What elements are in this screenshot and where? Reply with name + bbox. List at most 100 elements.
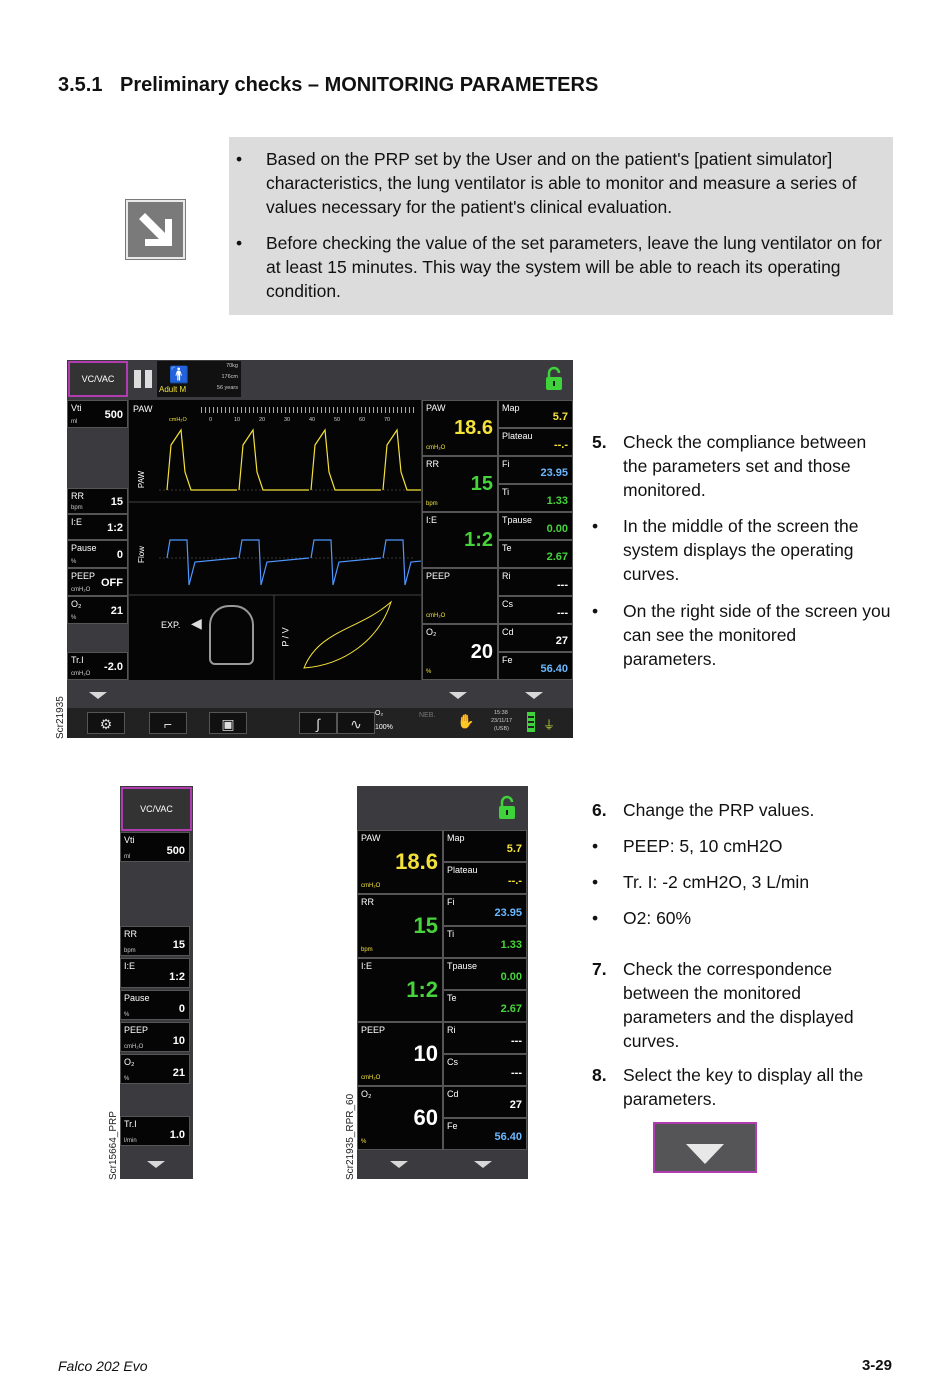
manual-breath-icon[interactable]: ✋	[457, 713, 475, 729]
monitor-value: 20	[470, 641, 493, 663]
scroll-down-button[interactable]	[89, 692, 107, 700]
nebulizer-button[interactable]: NEB.	[419, 712, 436, 719]
patient-info: 70kg	[226, 363, 238, 369]
footer-product: Falco 202 Evo	[58, 1358, 148, 1374]
monitor-o[interactable]: O₂%60	[357, 1086, 443, 1150]
scroll-down-button[interactable]	[449, 692, 467, 700]
monitor-ri[interactable]: Ri---	[443, 1022, 527, 1054]
monitor-plateau[interactable]: Plateau--.-	[498, 428, 573, 456]
step-5-text: Check the compliance between the paramet…	[623, 432, 867, 500]
padlock-open-icon[interactable]	[544, 366, 564, 392]
monitor-unit: bpm	[361, 947, 373, 953]
show-all-parameters-key[interactable]	[653, 1122, 757, 1173]
scroll-down-button[interactable]	[474, 1161, 492, 1169]
monitor-label: I:E	[361, 961, 373, 971]
param-label: O₂	[71, 599, 82, 609]
monitor-unit: %	[361, 1139, 367, 1145]
param-unit: %	[71, 559, 77, 565]
ventilation-mode-button[interactable]: VC/VAC	[68, 361, 128, 397]
monitor-o[interactable]: O₂%20	[422, 624, 498, 680]
monitor-value: 27	[555, 635, 568, 647]
monitor-value: 23.95	[494, 907, 522, 919]
pause-icon[interactable]	[134, 370, 141, 388]
step-7-number: 7.	[592, 959, 607, 979]
gear-icon[interactable]: ⚙	[87, 712, 125, 734]
param-label: PEEP	[71, 571, 96, 581]
scroll-down-button[interactable]	[390, 1161, 408, 1169]
scale-tick: 60	[359, 417, 366, 423]
monitor-value: 15	[470, 473, 493, 495]
scale-tick: 40	[309, 417, 316, 423]
o2-button-label[interactable]: O₂	[375, 710, 384, 717]
param-pause[interactable]: Pause%0	[67, 540, 128, 568]
step-6-bullet-1: PEEP: 5, 10 cmH2O	[592, 834, 893, 858]
padlock-open-icon[interactable]	[497, 795, 517, 821]
ventilation-mode-button[interactable]: VC/VAC	[121, 787, 192, 831]
monitor-cs[interactable]: Cs---	[498, 596, 573, 624]
trigger-curve-icon[interactable]: ∫	[299, 712, 337, 734]
param-pause[interactable]: Pause%0	[120, 990, 190, 1020]
param-o[interactable]: O₂%21	[120, 1054, 190, 1084]
param-label: Vti	[71, 403, 82, 413]
scroll-down-button[interactable]	[525, 692, 543, 700]
flow-curve-icon[interactable]: ∿	[337, 712, 375, 734]
curve-select-icon[interactable]: ⌐	[149, 712, 187, 734]
monitor-value: 27	[509, 1099, 522, 1111]
param-value: 15	[110, 496, 123, 508]
monitor-ri[interactable]: Ri---	[498, 568, 573, 596]
monitor-value: ---	[557, 607, 568, 619]
monitor-icon[interactable]: ▣	[209, 712, 247, 734]
monitor-plateau[interactable]: Plateau--.-	[443, 862, 527, 894]
param-value: 0	[178, 1003, 185, 1015]
param-o[interactable]: O₂%21	[67, 596, 128, 624]
scale-unit: cmH₂O	[169, 417, 187, 423]
param-unit: cmH₂O	[124, 1044, 144, 1050]
monitor-cd[interactable]: Cd 27	[443, 1086, 527, 1118]
monitor-label: RR	[426, 459, 439, 469]
screen-right-caption: Scr21935_RPR_60	[345, 1093, 356, 1180]
monitor-value: 18.6	[395, 849, 438, 874]
patient-info: 56 years	[216, 385, 238, 391]
monitor-label: Cd	[447, 1089, 459, 1099]
param-label: Pause	[124, 993, 150, 1003]
scroll-down-button[interactable]	[147, 1161, 165, 1169]
chevron-down-icon	[525, 692, 543, 699]
monitor-cs[interactable]: Cs---	[443, 1054, 527, 1086]
